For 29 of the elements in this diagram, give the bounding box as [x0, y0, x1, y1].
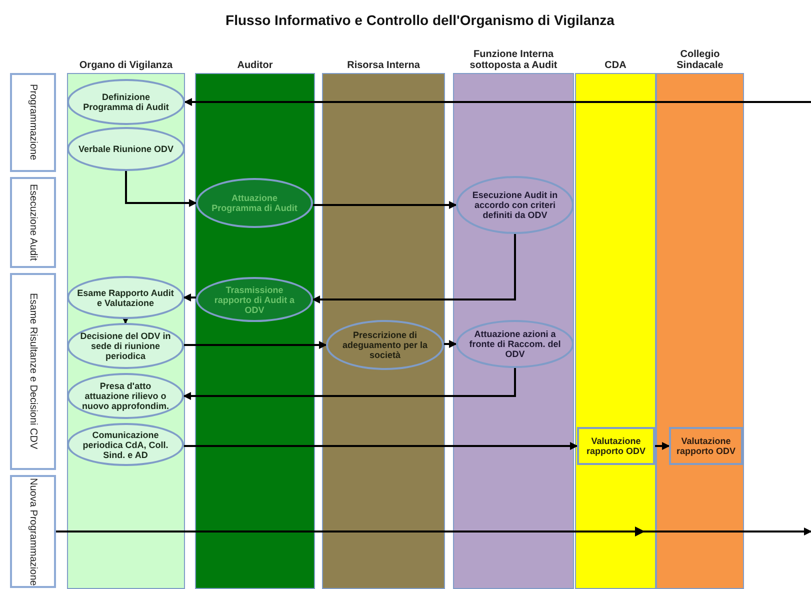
- arrow: [184, 442, 578, 450]
- lane-heading: CDA: [604, 60, 626, 71]
- row-label: Programmazione: [28, 84, 38, 161]
- row-header: [10, 475, 56, 588]
- process-box: Valutazione rapporto ODV: [669, 427, 743, 465]
- row-label: Nuova Programmazione: [28, 478, 38, 586]
- arrow: [183, 294, 196, 302]
- arrow: [312, 201, 457, 209]
- lane-heading: Funzione Interna sottoposta a Audit: [468, 49, 558, 71]
- row-header: [10, 177, 56, 268]
- lane-heading: Auditor: [237, 60, 273, 71]
- lane-heading: Collegio Sindacale: [676, 49, 724, 71]
- arrow: [56, 526, 811, 536]
- arrow: [184, 341, 327, 349]
- arrow: [184, 98, 811, 106]
- lane-heading: Risorsa Interna: [347, 60, 420, 71]
- diagram-title: Flusso Informativo e Controllo dell'Organismo di Vigilanza: [224, 11, 616, 30]
- row-header: [10, 273, 56, 470]
- arrow: [444, 340, 457, 348]
- arrow: [122, 316, 130, 324]
- lane-heading: Organo di Vigilanza: [79, 60, 173, 71]
- arrow: [125, 171, 197, 207]
- process-box: Valutazione rapporto ODV: [577, 427, 655, 465]
- row-header: [10, 73, 56, 172]
- arrow: [312, 234, 516, 304]
- arrow: [655, 442, 670, 450]
- row-label: Esame Risultanze e Decisioni CDV: [28, 293, 38, 450]
- row-label: Esecuzione Audit: [28, 184, 38, 261]
- arrow: [183, 368, 516, 400]
